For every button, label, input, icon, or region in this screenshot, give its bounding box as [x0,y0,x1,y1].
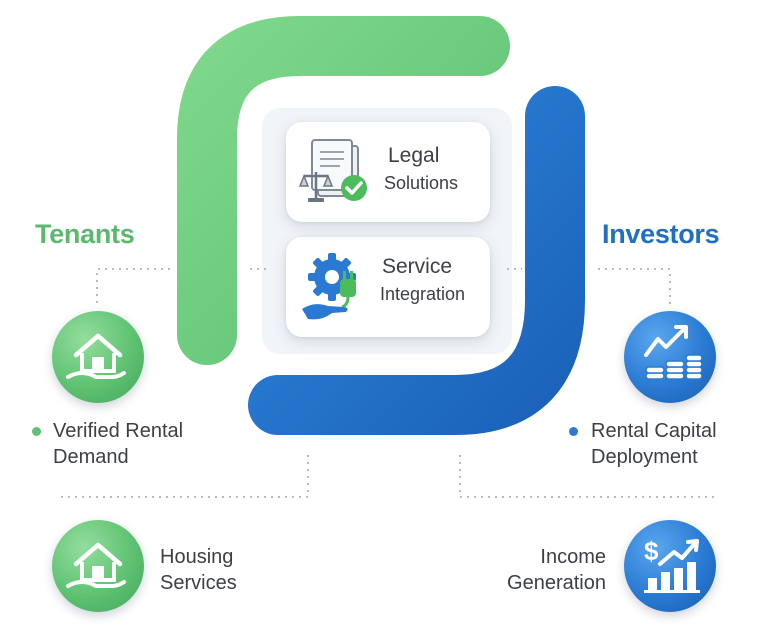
housing-services-label: Housing Services [160,544,237,596]
income-generation-label: Income Generation [488,544,606,596]
label-line-2: Services [160,572,237,594]
bullet-dot [569,427,578,436]
investors-title: Investors [602,219,720,249]
label-line-1: Income [540,546,606,568]
label-line-1: Housing [160,546,234,568]
legal-subtitle: Solutions [384,173,459,193]
tenants-title: Tenants [35,219,135,249]
legal-title: Legal [388,144,440,167]
label-line-1: Rental Capital [591,420,717,442]
green-arc [177,16,510,365]
label-line-2: Demand [53,446,129,468]
svg-text:$: $ [644,536,659,566]
coins-growth-icon [644,325,703,380]
house-hand-icon [66,333,126,379]
income-generation-badge: $ [624,520,716,612]
connector-lines [56,268,718,498]
verified-rental-demand-label: Verified Rental Demand [53,418,183,470]
verified-rental-demand-badge [52,311,144,403]
service-subtitle: Integration [380,284,466,304]
service-integration-card: Service Integration [286,237,490,337]
legal-solutions-card: Legal Solutions [286,122,490,222]
house-hand-icon [66,542,126,588]
legal-document-scale-icon [298,136,376,215]
label-line-1: Verified Rental [53,420,184,442]
label-line-2: Deployment [591,446,698,468]
blue-arc [248,86,585,435]
label-line-2: Generation [507,572,606,594]
rental-capital-deployment-label: Rental Capital Deployment [591,418,717,470]
service-title: Service [382,255,453,278]
gear-hand-plug-icon [298,251,376,330]
housing-services-badge [52,520,144,612]
bullet-dot [32,427,41,436]
rental-capital-deployment-badge [624,311,716,403]
dollar-bar-chart-icon: $ [644,536,700,593]
